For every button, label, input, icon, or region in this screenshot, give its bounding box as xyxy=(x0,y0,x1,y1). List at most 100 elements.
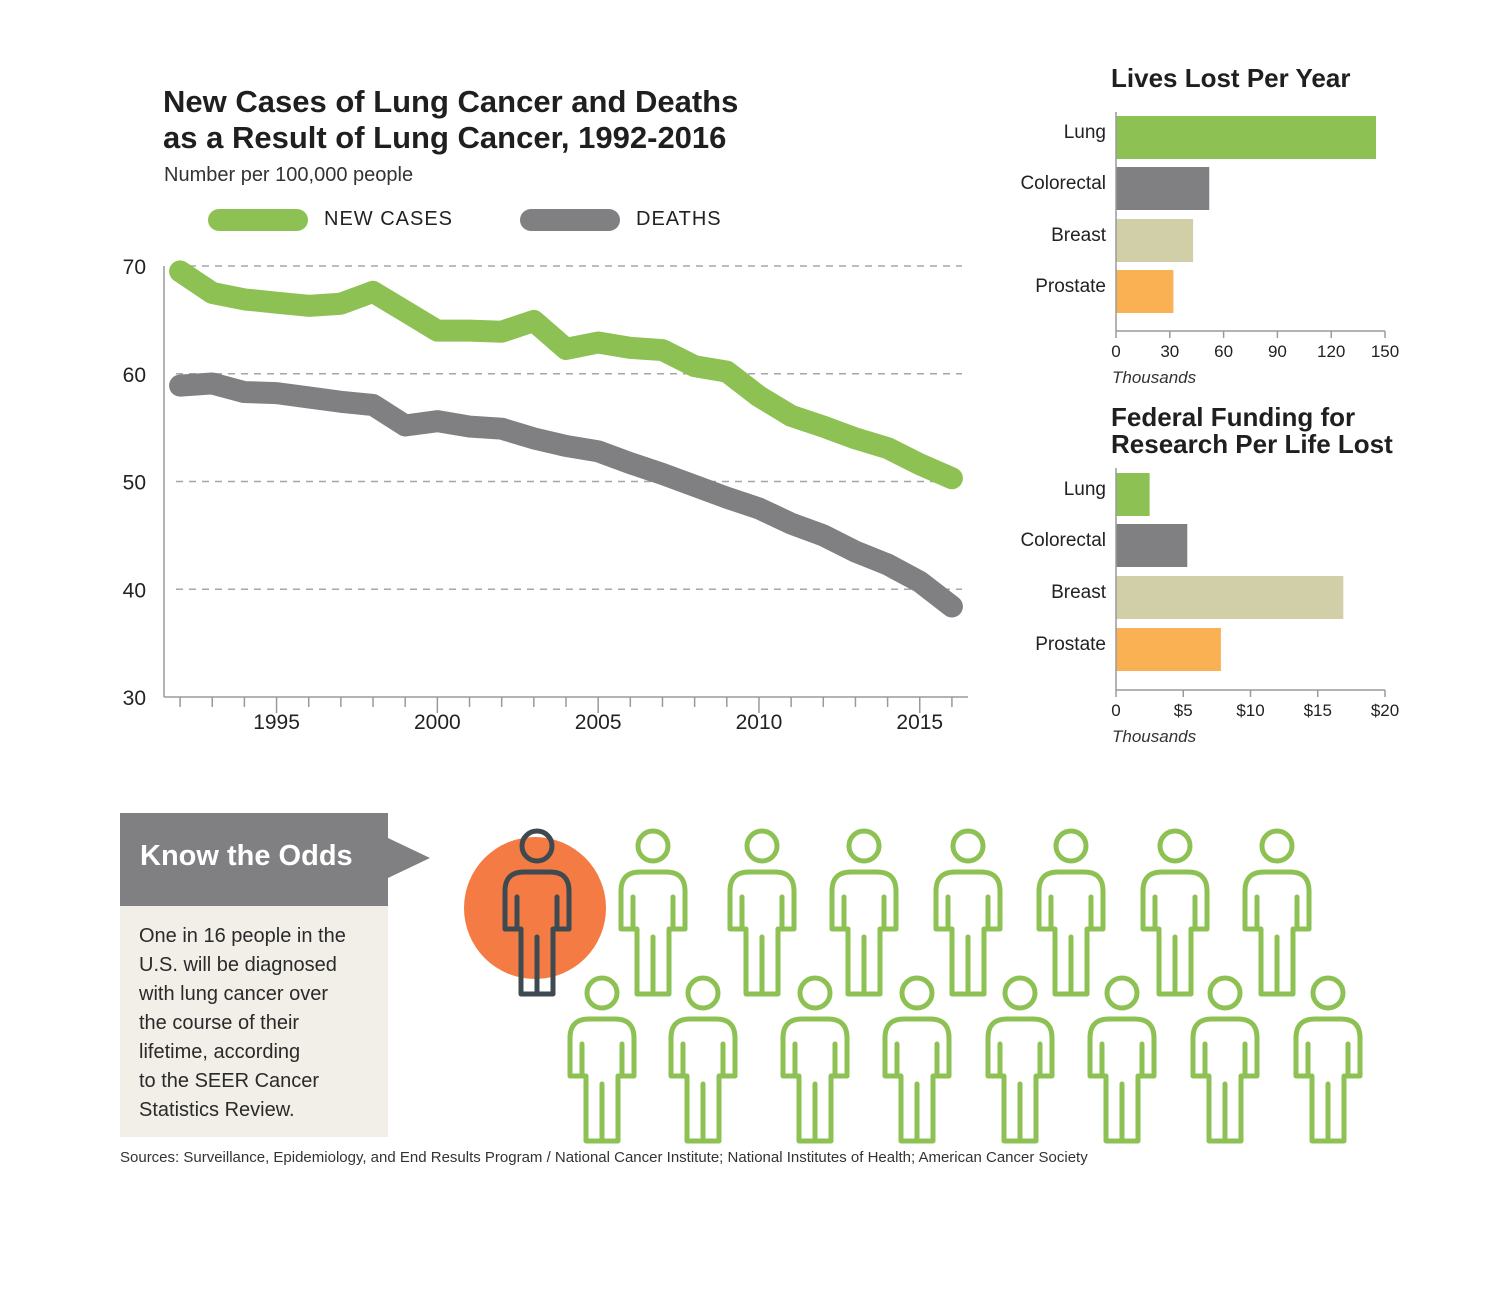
person-body xyxy=(780,1016,850,1144)
person-body xyxy=(882,1016,952,1144)
person-icon xyxy=(668,975,738,1144)
bar-category-label: Breast xyxy=(1051,582,1107,603)
person-body xyxy=(618,869,688,997)
main-chart-title-line1: New Cases of Lung Cancer and Deaths xyxy=(163,84,739,119)
person-head xyxy=(1259,828,1295,864)
person-icon-highlighted xyxy=(502,828,572,997)
odds-text-line: Statistics Review. xyxy=(139,1099,295,1121)
x-tick-label: 2010 xyxy=(736,711,783,734)
bar-x-tick-label: 90 xyxy=(1268,342,1287,361)
lives-lost-title: Lives Lost Per Year xyxy=(1111,63,1351,93)
bar-colorectal xyxy=(1116,524,1188,567)
bar-category-label: Colorectal xyxy=(1020,173,1106,194)
person-body xyxy=(933,869,1003,997)
person-icon xyxy=(985,975,1055,1144)
bar-x-tick-label: 0 xyxy=(1111,342,1120,361)
know-odds-body: One in 16 people in the U.S. will be dia… xyxy=(120,906,388,1137)
funding-title-line2: Research Per Life Lost xyxy=(1111,429,1393,459)
person-head xyxy=(635,828,671,864)
bar-category-label: Lung xyxy=(1064,479,1106,500)
x-tick-label: 1995 xyxy=(253,711,300,734)
know-odds-arrow xyxy=(388,838,430,878)
bar-x-axis-label: Thousands xyxy=(1112,368,1197,387)
y-tick-label: 70 xyxy=(123,256,146,279)
person-head xyxy=(1157,828,1193,864)
main-chart-title: New Cases of Lung Cancer and Deaths as a… xyxy=(163,84,738,156)
bar-x-tick-label: 150 xyxy=(1371,342,1399,361)
person-body xyxy=(502,869,572,997)
odds-text-line: lifetime, according xyxy=(139,1041,301,1063)
person-head xyxy=(1310,975,1346,1011)
legend-label-deaths: DEATHS xyxy=(636,208,722,230)
person-icon xyxy=(1293,975,1363,1144)
bar-lung xyxy=(1116,473,1150,516)
person-icon xyxy=(882,975,952,1144)
person-body xyxy=(829,869,899,997)
bar-prostate xyxy=(1116,628,1221,671)
person-head xyxy=(685,975,721,1011)
main-chart-subtitle: Number per 100,000 people xyxy=(164,164,414,186)
bar-x-tick-label: 60 xyxy=(1214,342,1233,361)
person-head xyxy=(899,975,935,1011)
bar-category-label: Breast xyxy=(1051,225,1107,246)
bar-x-tick-label: $5 xyxy=(1174,701,1193,720)
person-body xyxy=(727,869,797,997)
person-icon xyxy=(829,828,899,997)
funding-title-line1: Federal Funding for xyxy=(1111,402,1356,432)
bar-x-axis-label: Thousands xyxy=(1112,727,1197,746)
bar-breast xyxy=(1116,576,1344,619)
bar-x-tick-label: 30 xyxy=(1160,342,1179,361)
bar-lung xyxy=(1116,116,1377,159)
person-body xyxy=(668,1016,738,1144)
person-head xyxy=(584,975,620,1011)
bar-colorectal xyxy=(1116,167,1210,210)
bar-x-tick-label: 0 xyxy=(1111,701,1120,720)
person-head xyxy=(1053,828,1089,864)
odds-text-line: One in 16 people in the xyxy=(139,925,346,947)
odds-text-line: with lung cancer over xyxy=(139,983,328,1005)
person-body xyxy=(567,1016,637,1144)
bar-category-label: Prostate xyxy=(1035,276,1106,297)
x-tick-label: 2015 xyxy=(896,711,943,734)
legend-swatch-new-cases xyxy=(208,208,308,231)
person-icon xyxy=(567,975,637,1144)
person-head xyxy=(1207,975,1243,1011)
person-icon xyxy=(1242,828,1312,997)
legend-swatch-deaths xyxy=(520,208,620,231)
person-icon xyxy=(1190,975,1260,1144)
highlight-circle xyxy=(464,837,606,979)
person-head xyxy=(519,828,555,864)
odds-text-line: to the SEER Cancer xyxy=(139,1070,320,1092)
person-body xyxy=(1242,869,1312,997)
bar-x-tick-label: $20 xyxy=(1371,701,1399,720)
y-tick-label: 60 xyxy=(123,364,146,387)
bar-breast xyxy=(1116,219,1194,262)
y-tick-label: 50 xyxy=(123,472,146,495)
person-body xyxy=(985,1016,1055,1144)
person-body xyxy=(1087,1016,1157,1144)
bar-x-tick-label: 120 xyxy=(1317,342,1345,361)
bar-x-tick-label: $15 xyxy=(1304,701,1332,720)
person-head xyxy=(797,975,833,1011)
know-odds-header: Know the Odds xyxy=(120,813,388,906)
x-tick-label: 2005 xyxy=(575,711,622,734)
odds-text-line: U.S. will be diagnosed xyxy=(139,954,337,976)
legend-item-new-cases: NEW CASES xyxy=(208,208,453,231)
person-icon xyxy=(727,828,797,997)
legend-item-deaths: DEATHS xyxy=(520,208,722,231)
person-icon xyxy=(933,828,1003,997)
person-head xyxy=(744,828,780,864)
bar-category-label: Prostate xyxy=(1035,634,1106,655)
funding-title: Federal Funding for Research Per Life Lo… xyxy=(1111,404,1393,458)
bar-prostate xyxy=(1116,270,1174,313)
odds-text-line: the course of their xyxy=(139,1012,300,1034)
legend-label-new-cases: NEW CASES xyxy=(324,208,454,230)
person-icon xyxy=(1140,828,1210,997)
person-head xyxy=(846,828,882,864)
bar-category-label: Colorectal xyxy=(1020,530,1106,551)
person-body xyxy=(1140,869,1210,997)
y-tick-label: 40 xyxy=(123,579,146,602)
series-line-deaths xyxy=(169,372,963,618)
person-body xyxy=(1190,1016,1260,1144)
